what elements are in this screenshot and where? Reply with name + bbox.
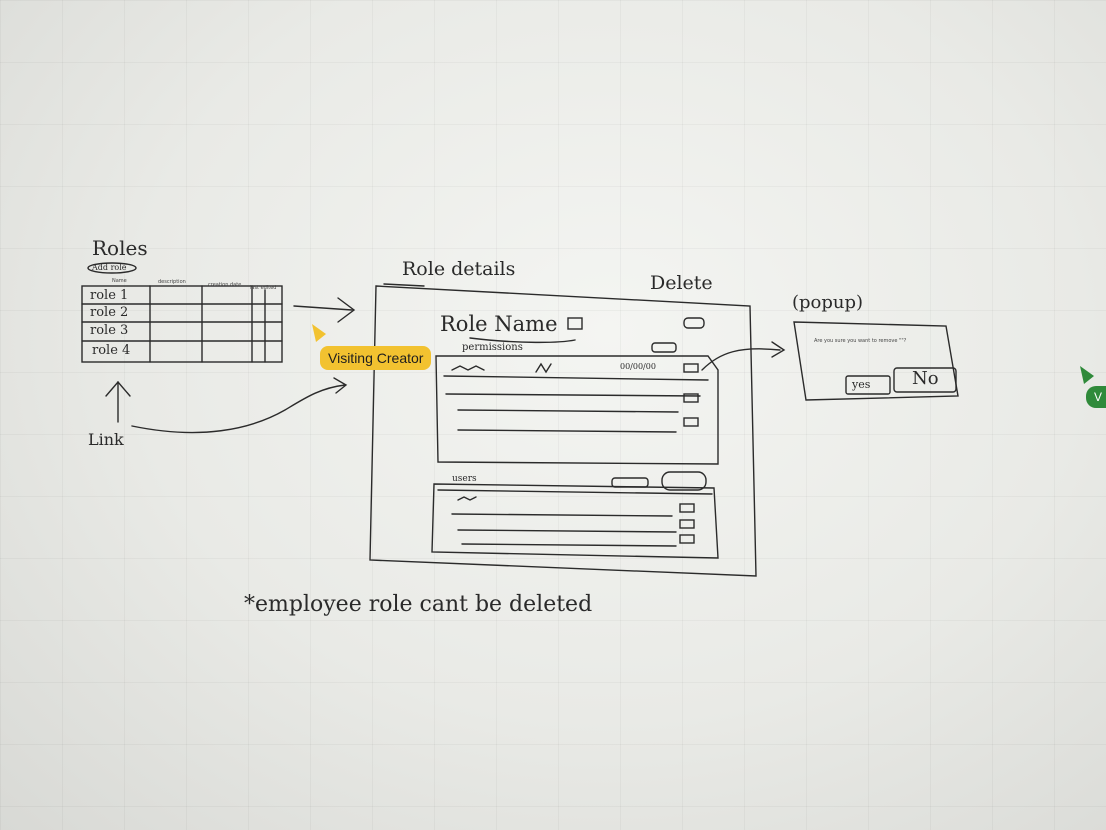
table-row[interactable]: role 4	[92, 343, 131, 358]
yellow-cursor-icon	[312, 324, 326, 342]
column-header-name: Name	[112, 278, 127, 284]
role-name-heading[interactable]: Role Name	[440, 312, 558, 336]
footnote: *employee role cant be deleted	[244, 592, 593, 617]
details-frame	[369, 285, 757, 577]
table-row[interactable]: role 3	[90, 323, 129, 338]
roles-table-lines	[81, 262, 283, 363]
link-arrow-up	[105, 380, 131, 423]
roles-title: Roles	[92, 236, 148, 260]
popup-title: (popup)	[792, 292, 864, 313]
popup-yes-button[interactable]: yes	[852, 378, 871, 391]
delete-note: Delete	[650, 272, 713, 294]
column-header-creation-date: creation date	[208, 282, 242, 288]
users-label: users	[452, 474, 477, 484]
permissions-box	[435, 355, 719, 465]
link-note: Link	[88, 430, 124, 449]
collaborator-label-yellow: Visiting Creator	[320, 346, 432, 370]
table-row[interactable]: role 2	[90, 305, 129, 320]
add-role-button[interactable]: Add role	[92, 263, 127, 272]
collaborator-label-green: V	[1086, 386, 1106, 408]
date-label: 00/00/00	[620, 362, 656, 371]
popup-no-button[interactable]: No	[912, 368, 939, 389]
column-header-last-edited: last edited	[250, 285, 277, 291]
column-header-description: description	[158, 279, 186, 285]
popup-message: Are you sure you want to remove ""?	[814, 338, 907, 344]
green-cursor-icon	[1080, 366, 1094, 384]
permissions-label: permissions	[462, 342, 523, 353]
curve-arrow	[131, 384, 346, 434]
details-title: Role details	[402, 258, 516, 280]
popup-frame	[793, 321, 959, 401]
users-box	[431, 483, 719, 559]
table-row[interactable]: role 1	[90, 288, 129, 303]
